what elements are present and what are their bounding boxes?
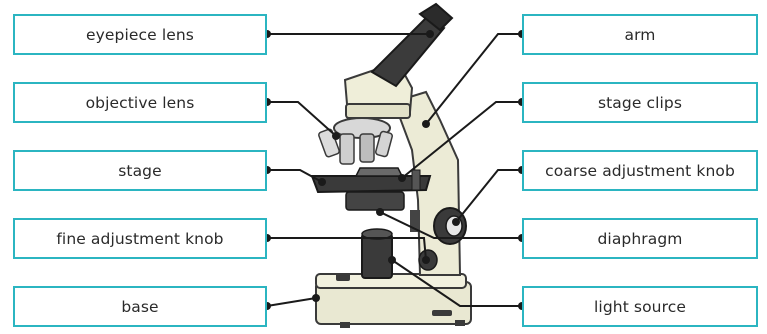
label-base: base	[13, 286, 267, 327]
label-eyepiece-lens: eyepiece lens	[13, 14, 267, 55]
label-objective-lens: objective lens	[13, 82, 267, 123]
label-fine-adjustment-knob: fine adjustment knob	[13, 218, 267, 259]
label-stage: stage	[13, 150, 267, 191]
stage-plate	[312, 168, 430, 210]
microscope-base	[316, 273, 471, 328]
label-light-source: light source	[522, 286, 758, 327]
eyepiece-tube	[372, 4, 452, 86]
light-column	[362, 229, 392, 278]
objective-turret	[318, 118, 393, 164]
label-diaphragm: diaphragm	[522, 218, 758, 259]
label-coarse-adjustment-knob: coarse adjustment knob	[522, 150, 758, 191]
label-stage-clips: stage clips	[522, 82, 758, 123]
label-arm: arm	[522, 14, 758, 55]
